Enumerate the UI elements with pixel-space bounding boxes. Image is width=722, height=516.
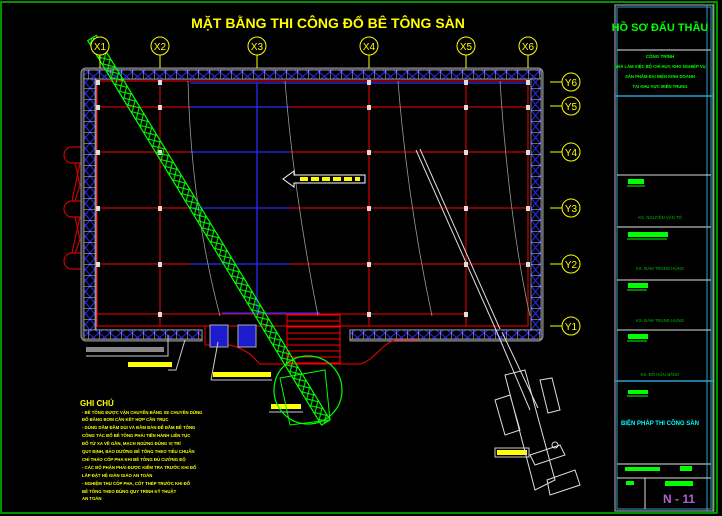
hoist-box (237, 324, 257, 348)
note-line: BÊ TÔNG THEO ĐÚNG QUY TRÌNH KỸ THUẬT (82, 489, 177, 494)
drawing-title: MẶT BẰNG THI CÔNG ĐỔ BÊ TÔNG SÀN (191, 14, 465, 31)
svg-text:X4: X4 (363, 42, 376, 53)
grid-bubble-x6: X6 (518, 36, 538, 68)
signer-name: KS. ĐÀM TRUNG HÙNG (636, 266, 685, 271)
svg-text:Y2: Y2 (565, 260, 578, 271)
project-label: CÔNG TRÌNH (646, 52, 675, 59)
grid-bubble-x3: X3 (247, 36, 267, 68)
note-line: CÔNG TÁC ĐỔ BÊ TÔNG PHẢI TIẾN HÀNH LIÊN … (82, 433, 190, 438)
side-supports (63, 146, 82, 270)
header-text: HỒ SƠ ĐẤU THẦU (612, 21, 709, 34)
scaffold-right (530, 78, 542, 331)
svg-text:Y6: Y6 (565, 78, 578, 89)
grid-bubble-x5: X5 (456, 36, 476, 68)
project-line: NHÀ LÀM VIỆC BỘ CHỈ HUY, KHO NGHIỆP VỤ (614, 64, 705, 69)
pour-direction-arrow (282, 170, 366, 188)
note-line: QUY ĐỊNH, BẢO DƯỠNG BÊ TÔNG THEO TIÊU CH… (82, 449, 194, 454)
structural-grid (96, 80, 529, 346)
grid-bubble-x2: X2 (150, 36, 170, 68)
note-line: - CÁC BỘ PHẬN PHẢI ĐƯỢC KIỂM TRA TRƯỚC K… (82, 465, 197, 470)
notes-title: GHI CHÚ (80, 399, 114, 408)
scaffold-bottom-left (83, 329, 203, 340)
note-line: - NGHIỆM THU CỐP PHA, CỐT THÉP TRƯỚC KHI… (82, 481, 191, 486)
signer-name: KS. ĐÀM TRUNG HÙNG (636, 318, 685, 323)
grid-bubble-y3: Y3 (550, 198, 581, 218)
grid-bubble-y2: Y2 (550, 254, 581, 274)
note-line: ĐỔ BẰNG BƠM CẦN KẾT HỢP CẦN TRỤC (82, 417, 169, 422)
grid-bubble-y6: Y6 (550, 72, 581, 92)
building-plan (80, 67, 544, 365)
title-block: HỒ SƠ ĐẤU THẦU CÔNG TRÌNH NHÀ LÀM VIỆC B… (612, 3, 715, 513)
note-line: - BÊ TÔNG ĐƯỢC VẬN CHUYỂN BẰNG XE CHUYÊN… (82, 410, 203, 415)
stair (205, 314, 420, 365)
scaffold-top (83, 69, 542, 80)
note-line: - DÙNG DẦM ĐẦM DÙI VÀ ĐẦM BÀN ĐỂ ĐẦM BÊ … (82, 425, 196, 430)
hoist-box (209, 324, 229, 348)
svg-text:Y4: Y4 (565, 148, 578, 159)
grid-x-axis: X1 X2 X3 X4 X5 X6 (90, 36, 538, 68)
svg-text:Y1: Y1 (565, 322, 578, 333)
pour-joint-lines (187, 80, 531, 317)
grid-bubble-x4: X4 (359, 36, 379, 68)
project-line: SẢN PHẨM ĐẠI ĐIỆN KINH DOANH (625, 74, 695, 79)
note-line: CHỈ THÁO CỐP PHA KHI BÊ TÔNG ĐỦ CƯỜNG ĐỘ (82, 457, 186, 462)
grid-y-axis: Y6 Y5 Y4 Y3 Y2 Y1 (550, 72, 581, 336)
signer-name: KS. NGUYỄN VĂN TÔ (638, 215, 682, 220)
grid-bubble-x1: X1 (90, 36, 110, 68)
svg-text:X1: X1 (94, 42, 107, 53)
columns (96, 80, 530, 317)
scaffold-bottom-right (349, 329, 542, 340)
grid-bubble-y5: Y5 (550, 96, 581, 116)
mobile-crane (415, 148, 581, 496)
sheet-title: BIỆN PHÁP THI CÔNG SÀN (621, 419, 699, 427)
signer-name: KS. ĐỖ HỮU BẰNG (640, 372, 680, 377)
project-line: TẠI KHU VỰC MIỀN TRUNG (632, 84, 687, 89)
grid-bubble-y1: Y1 (550, 316, 581, 336)
svg-text:Y3: Y3 (565, 204, 578, 215)
svg-text:X2: X2 (154, 42, 167, 53)
svg-text:X5: X5 (460, 42, 473, 53)
sheet-number: N - 11 (663, 492, 695, 506)
note-line: LẮP ĐẶT HỆ GIÀN GIÁO AN TOÀN (82, 473, 152, 478)
grid-bubble-y4: Y4 (550, 142, 581, 162)
svg-text:X6: X6 (522, 42, 535, 53)
tower-crane (86, 34, 343, 426)
note-line: AN TOÀN (82, 496, 102, 501)
note-line: ĐỔ TỪ XA VỀ GẦN, MẠCH NGỪNG ĐÚNG VỊ TRÍ (82, 441, 181, 446)
svg-text:X3: X3 (251, 42, 264, 53)
notes: GHI CHÚ - BÊ TÔNG ĐƯỢC VẬN CHUYỂN BẰNG X… (80, 399, 203, 501)
beams (190, 82, 528, 314)
scaffold-left (83, 78, 96, 331)
svg-text:Y5: Y5 (565, 102, 578, 113)
